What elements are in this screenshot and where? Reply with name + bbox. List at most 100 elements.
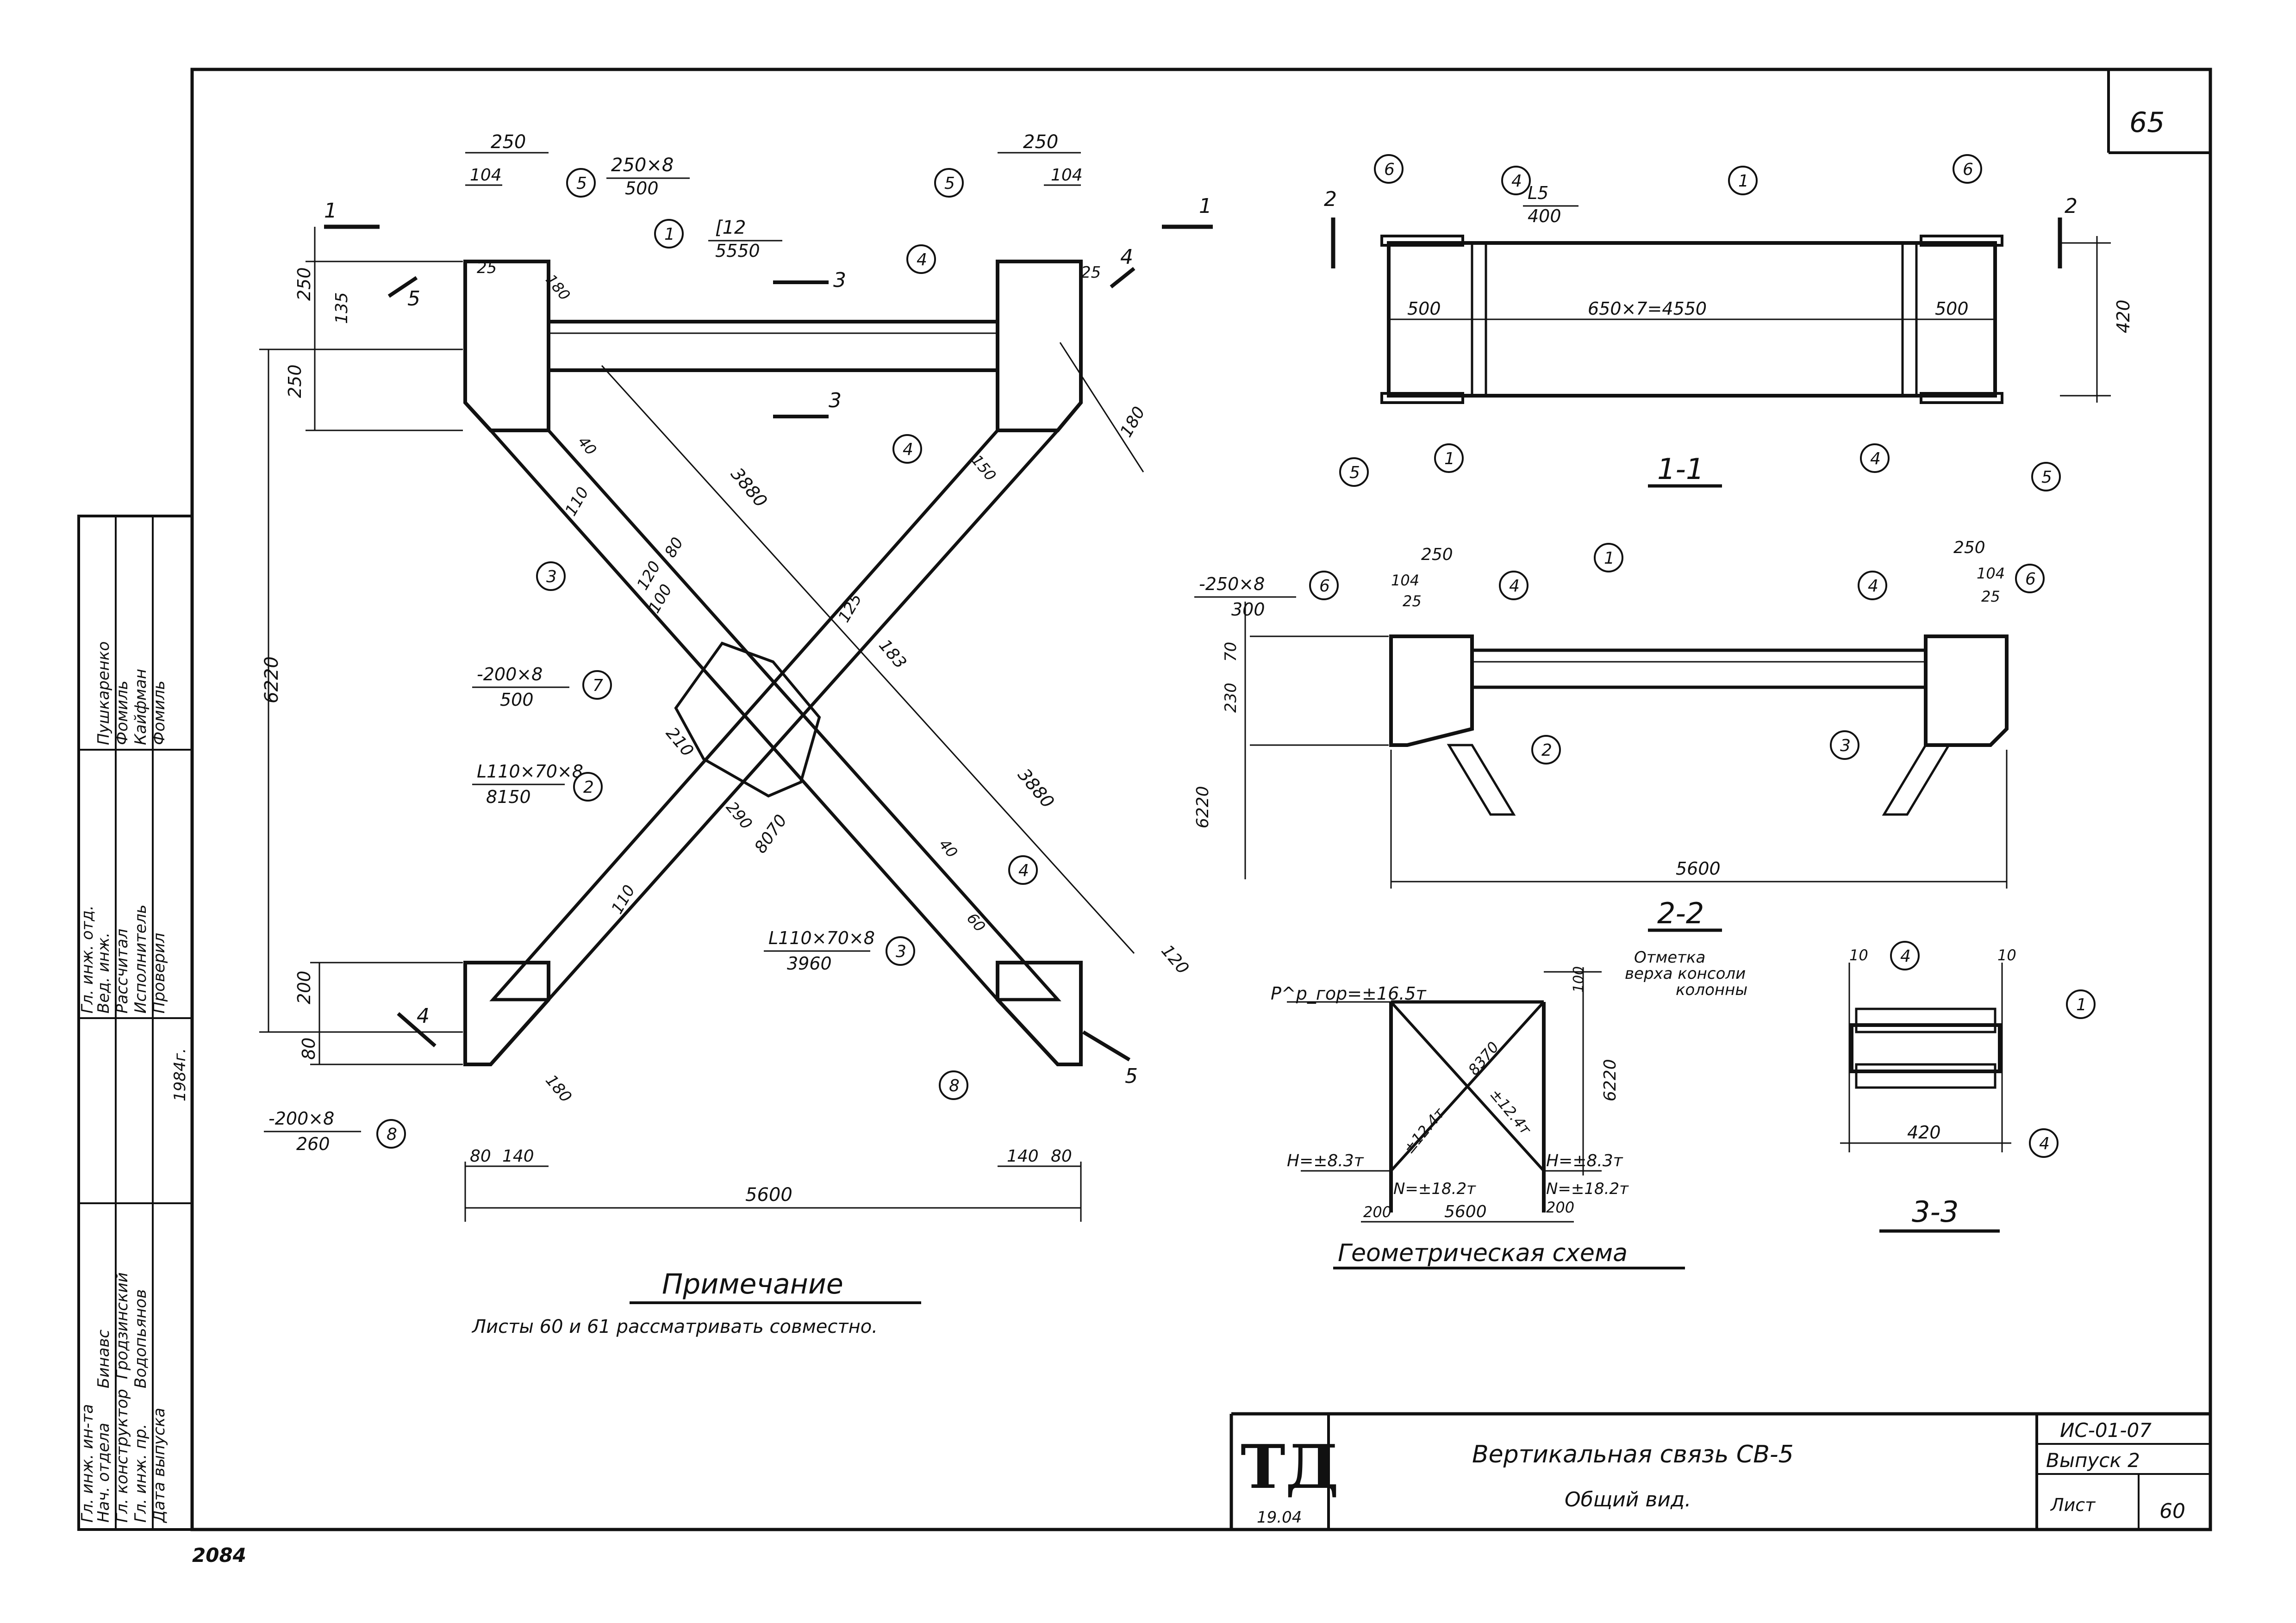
callout-5-tl: 5: [576, 174, 587, 193]
callout-3-left: 3: [546, 567, 557, 586]
s11-c4b: 4: [1870, 449, 1881, 468]
channel-member: [547, 320, 999, 372]
bl-140: 140: [502, 1147, 534, 1166]
angle-b-profile: L110×70×8: [768, 928, 875, 948]
d-125: 125: [835, 591, 866, 626]
callout-1: 1: [664, 225, 675, 244]
gs-200-right: 200: [1546, 1199, 1574, 1216]
upper-250: 250: [285, 364, 305, 398]
channel-length: 5550: [715, 241, 760, 261]
s22-title: 2-2: [1657, 896, 1704, 930]
gs-top-dim: 100: [1571, 966, 1587, 993]
s22-plate-dims: -250×8: [1199, 574, 1265, 594]
br-140: 140: [1007, 1147, 1039, 1166]
stamp-role-0: Гл. инж. отд.: [78, 905, 97, 1014]
stamp-role-2: Гл. конструктор: [113, 1389, 131, 1523]
gs-diag-len: 8370: [1465, 1038, 1502, 1079]
tl-plate-dims: 250×8: [611, 155, 674, 176]
corner-number-box: 65: [2107, 69, 2210, 154]
logo-sub: 19.04: [1257, 1508, 1302, 1527]
tl-h135: 135: [332, 292, 351, 324]
sheet-number: 60: [2159, 1499, 2185, 1523]
tr-w104: 104: [1051, 166, 1083, 185]
s11-c4a: 4: [1511, 172, 1522, 191]
s22-w25a: 25: [1403, 592, 1422, 610]
s33-c1: 1: [2076, 995, 2087, 1014]
gs-title: Геометрическая схема: [1338, 1239, 1628, 1267]
title-line-1: Вертикальная связь СВ-5: [1472, 1441, 1794, 1468]
lower-80: 80: [299, 1038, 319, 1060]
tl-w104: 104: [470, 166, 502, 185]
s33-c4b: 4: [2039, 1134, 2050, 1153]
stamp-name-7: Кайфман: [131, 669, 150, 745]
d-80: 80: [661, 534, 687, 560]
bottom-left-number: 2084: [192, 1544, 246, 1567]
lower-200: 200: [294, 970, 314, 1004]
s22-c6a: 6: [1319, 577, 1330, 596]
title-block-text: ТД 19.04 Вертикальная связь СВ-5 Общий в…: [1241, 1419, 2185, 1527]
s11-c1a: 1: [1738, 172, 1749, 191]
stamp-name-1: Бинавс: [94, 1329, 113, 1388]
s11-mark-left: 2: [1324, 187, 1337, 211]
height-total: 6220: [261, 656, 282, 703]
stamp-role-5: Вед. инж.: [94, 933, 113, 1014]
s22-w25b: 25: [1981, 588, 2000, 605]
d-290: 290: [722, 798, 755, 833]
s22-c4a: 4: [1509, 577, 1520, 596]
bl-plate-length: 260: [296, 1134, 330, 1154]
s11-callout-labels: 6 4 1 6 5 1 4 5: [1349, 160, 2052, 487]
corner-number: 65: [2129, 106, 2165, 139]
callout-4-mid: 4: [903, 440, 913, 459]
callout-3-right: 3: [896, 942, 906, 961]
stamp-role-1: Нач. отдела: [94, 1423, 113, 1523]
mark-5-top: 5: [407, 287, 420, 311]
issue: Выпуск 2: [2046, 1449, 2140, 1472]
stamp-header: Гл. инж. ин-та: [78, 1404, 97, 1523]
s22-w250a: 250: [1421, 545, 1453, 564]
tl-h250: 250: [294, 267, 314, 301]
d-180: 180: [1117, 404, 1149, 441]
top-right-gusset: [996, 260, 1083, 432]
tl-plate-length: 500: [625, 178, 659, 199]
d-120: 120: [1157, 941, 1192, 978]
mark-3-bottom: 3: [829, 389, 842, 412]
d-210: 210: [662, 724, 697, 760]
center-plate-dims: -200×8: [477, 664, 543, 684]
main-callouts: [376, 168, 1038, 1149]
s11-c5a: 5: [1349, 463, 1360, 482]
note-text: Листы 60 и 61 рассматривать совместно.: [471, 1316, 878, 1337]
gs-n-right: N=±18.2т: [1546, 1180, 1629, 1198]
s11-callouts: [1339, 154, 2061, 491]
stamp-name-3: Водопьянов: [131, 1289, 150, 1388]
top-left-gusset: [463, 260, 550, 432]
channel-profile: [12: [715, 217, 746, 238]
gs-height: 6220: [1601, 1059, 1620, 1101]
section-1-1: [1331, 218, 2111, 488]
mark-3-top: 3: [833, 268, 846, 292]
stamp-name-2: Гродзинский: [113, 1272, 131, 1379]
section-3-3: [1840, 963, 2011, 1233]
s22-h230: 230: [1222, 683, 1240, 713]
callout-5-tr: 5: [944, 174, 955, 193]
s22-c6b: 6: [2025, 570, 2036, 589]
callout-8-bl: 8: [387, 1125, 397, 1144]
callout-2: 2: [583, 778, 594, 797]
mark-4-left: 4: [417, 1004, 430, 1028]
callout-8-br: 8: [949, 1076, 960, 1095]
center-plate-length: 500: [500, 690, 534, 710]
s22-callouts: [1309, 543, 2045, 765]
title-block: [1229, 1412, 2210, 1530]
d-40b: 40: [936, 835, 961, 861]
s11-c1b: 1: [1444, 449, 1455, 468]
main-view-labels: 250 104 25 250×8 500 250 135 250 104 25 …: [261, 131, 1192, 1206]
gs-note-1: Отметка: [1634, 948, 1705, 967]
geometric-scheme-labels: P^р_гор=±16.5т 100 Отметка верха консоли…: [1271, 948, 1747, 1267]
bl-80: 80: [470, 1147, 491, 1166]
s11-angle-profile: L5: [1528, 183, 1548, 203]
tr-w250: 250: [1023, 131, 1058, 153]
s33-c4a: 4: [1900, 947, 1911, 966]
width-total: 5600: [745, 1184, 792, 1206]
gs-n-left: N=±18.2т: [1393, 1180, 1476, 1198]
s33-width: 420: [1907, 1122, 1941, 1143]
